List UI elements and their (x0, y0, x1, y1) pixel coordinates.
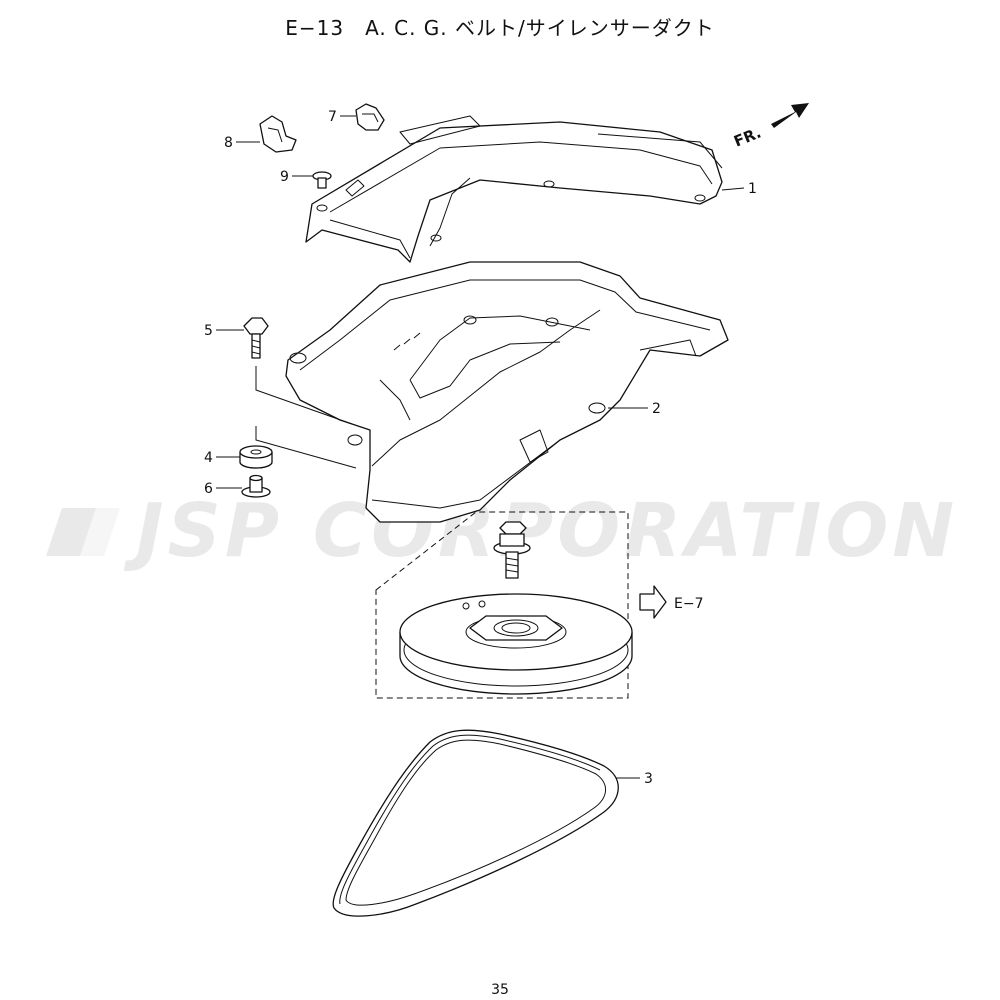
watermark-text: JSP CORPORATION (123, 488, 958, 574)
callout-1: 1 (721, 181, 757, 197)
part-4-grommet (239, 445, 273, 469)
flange-bolt (493, 521, 531, 579)
callout-6: 6 (204, 481, 242, 497)
front-arrow-icon (771, 103, 809, 128)
callout-label: 6 (204, 481, 213, 497)
part-6-collar (241, 474, 271, 498)
part-9-screw (312, 171, 332, 189)
outline-arrow-icon (639, 585, 667, 619)
callout-7: 7 (328, 109, 356, 125)
page-number: 35 (491, 982, 509, 998)
part-5-bolt (243, 317, 269, 359)
front-direction-indicator: FR. (731, 103, 809, 151)
part-1-silencer-duct (305, 115, 723, 263)
part-2-belt-cover (285, 261, 729, 523)
reference-group-outline (375, 511, 629, 699)
part-7-clip (355, 103, 385, 131)
drive-pulley (399, 593, 633, 695)
callout-2: 2 (608, 401, 661, 417)
watermark-logo-icon (46, 508, 138, 556)
page-title: E−13 A. C. G. ベルト/サイレンサーダクト (285, 16, 715, 40)
callout-8: 8 (224, 135, 260, 151)
callout-label: 2 (652, 401, 661, 417)
part-3-drive-belt (332, 729, 619, 917)
reference-label: E−7 (674, 596, 703, 612)
callout-5: 5 (204, 323, 244, 339)
callout-9: 9 (280, 169, 313, 185)
callout-label: 9 (280, 169, 289, 185)
callout-label: 8 (224, 135, 233, 151)
assembly-leader-lines (255, 366, 357, 469)
watermark: JSP CORPORATION (46, 488, 958, 574)
direction-label: FR. (731, 124, 764, 151)
callout-label: 4 (204, 450, 213, 466)
reference-link[interactable]: E−7 (639, 585, 703, 619)
part-8-hose-clamp (259, 115, 297, 153)
callout-label: 5 (204, 323, 213, 339)
callout-label: 3 (644, 771, 653, 787)
callout-label: 7 (328, 109, 337, 125)
callout-4: 4 (204, 450, 240, 466)
callout-label: 1 (748, 181, 757, 197)
